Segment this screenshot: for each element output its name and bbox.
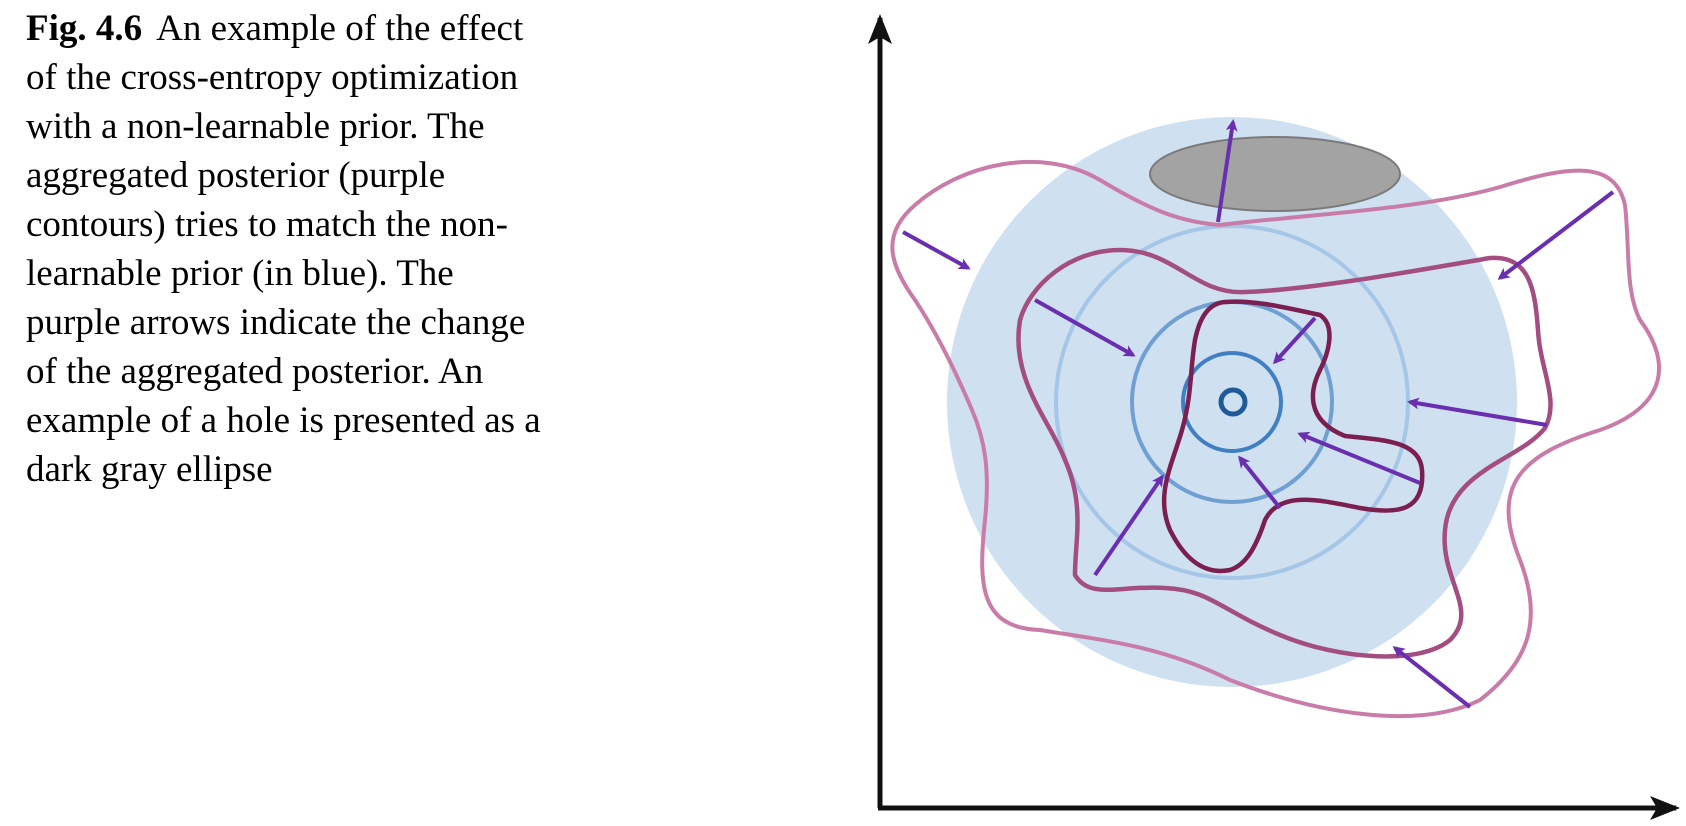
hole-ellipse: [1150, 137, 1400, 211]
posterior-contour-outer: [890, 160, 1661, 719]
caption-text: An example of the effect of the cross-en…: [26, 8, 541, 490]
arrow-top-left: [902, 230, 971, 270]
arrow-inner-right: [1297, 431, 1421, 485]
hole-ellipse-outline: [1149, 136, 1401, 212]
posterior-contour-inner: [1161, 299, 1425, 574]
figure-label: Fig. 4.6: [26, 8, 143, 49]
arrow-inner-top: [1272, 316, 1317, 365]
arrow-bottom-right: [1392, 646, 1472, 709]
prior-ring-inner: [1181, 351, 1283, 453]
arrow-right: [1407, 397, 1548, 427]
arrow-center-bottom: [1238, 455, 1282, 510]
arrow-top-right: [1497, 190, 1615, 280]
prior-disc: [947, 117, 1517, 687]
prior-center-ring: [1218, 387, 1248, 417]
arrow-bottom-left: [1093, 474, 1164, 577]
posterior-contour-mid: [1016, 247, 1553, 659]
arrow-to-hole: [1216, 119, 1238, 223]
arrow-mid-left: [1034, 298, 1136, 357]
change-arrows: [902, 119, 1615, 709]
